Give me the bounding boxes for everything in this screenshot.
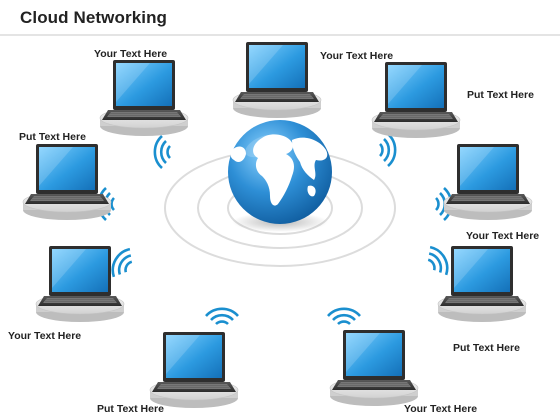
laptop-icon — [22, 143, 112, 221]
laptop-icon — [149, 331, 239, 409]
laptop-label: Your Text Here — [466, 230, 540, 242]
laptop-label: Your Text Here — [404, 403, 478, 415]
laptop-icon — [371, 61, 461, 139]
laptop-label: Your Text Here — [94, 48, 168, 60]
laptop-label: Put Text Here — [467, 89, 534, 101]
page-title: Cloud Networking — [20, 8, 168, 27]
laptop-label: Your Text Here — [320, 50, 394, 62]
globe-icon — [228, 120, 332, 232]
laptop-label: Your Text Here — [8, 330, 82, 342]
laptop-icon — [443, 143, 533, 221]
laptop-label: Put Text Here — [97, 403, 164, 415]
laptop-icon — [35, 245, 125, 323]
title-divider — [0, 34, 560, 36]
laptop-icon — [437, 245, 527, 323]
laptop-icon — [232, 41, 322, 119]
laptop-label: Put Text Here — [453, 342, 520, 354]
laptop-icon — [99, 59, 189, 137]
laptop-icon — [329, 329, 419, 407]
laptop-label: Put Text Here — [19, 131, 86, 143]
